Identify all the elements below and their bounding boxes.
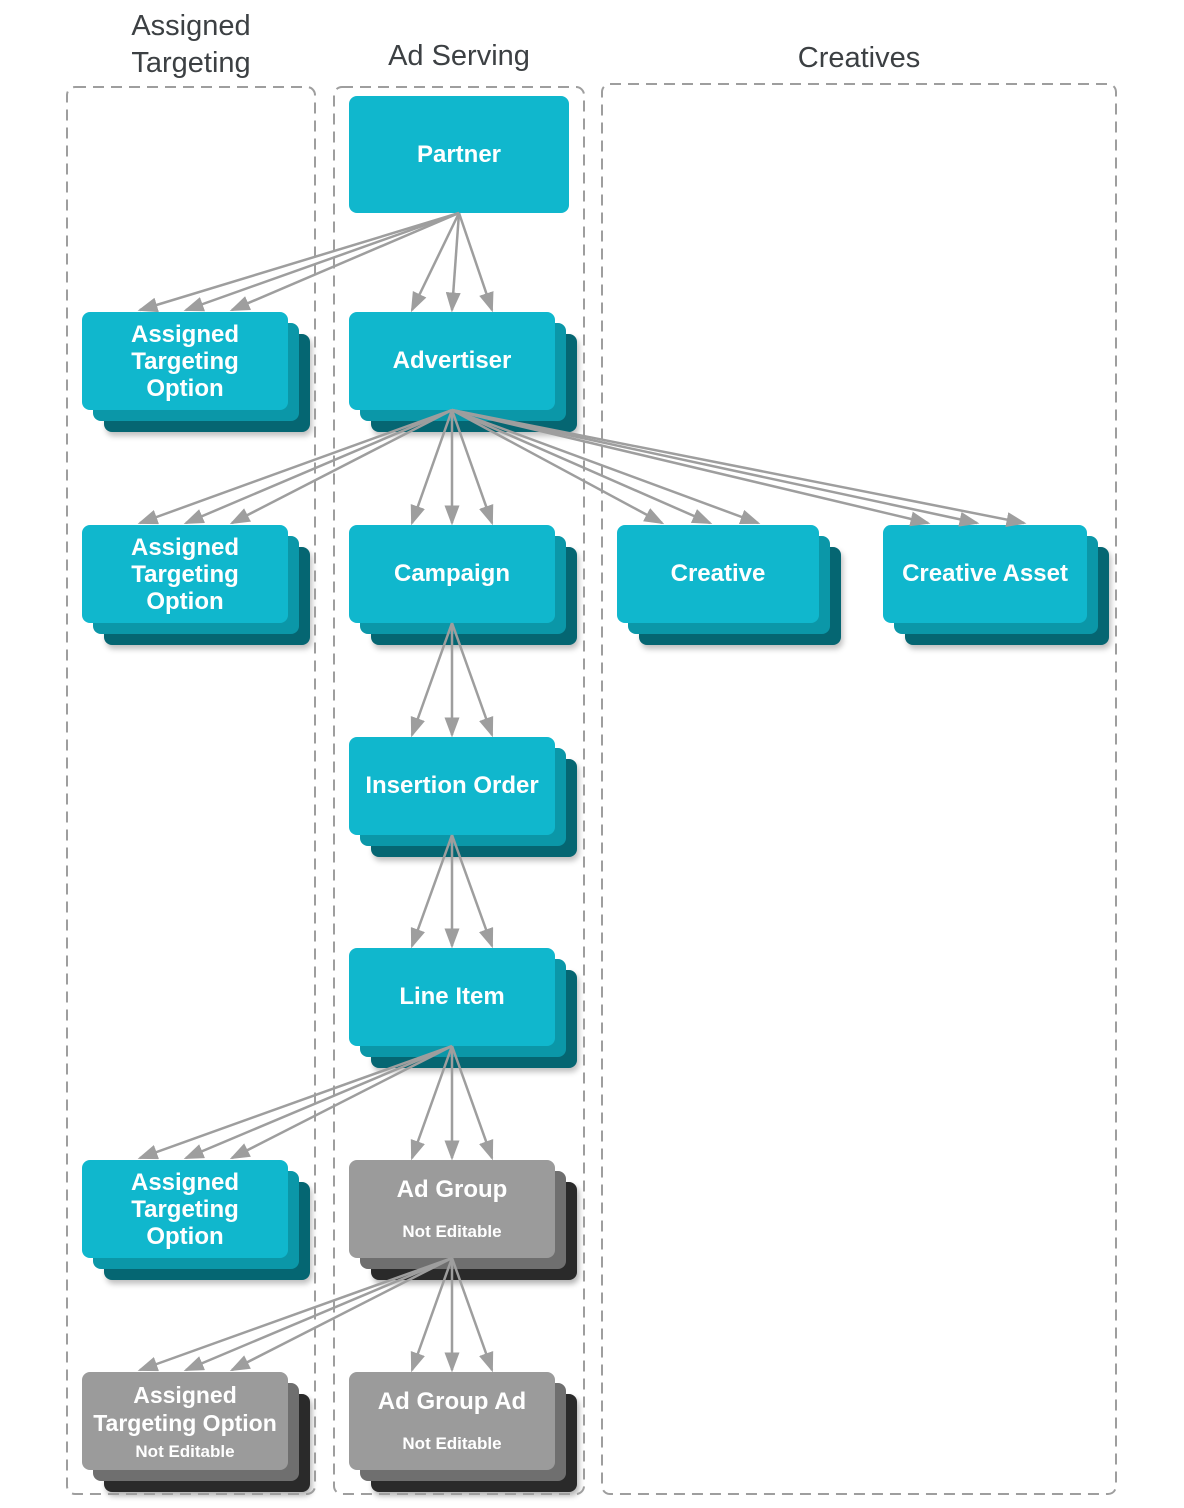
node-ato-ad-group-sublabel: Not Editable bbox=[135, 1441, 235, 1461]
edge-line-item-to-ad-group bbox=[450, 1045, 494, 1161]
edge-campaign-to-insertion-order bbox=[410, 622, 454, 738]
node-assigned-targeting-option-ad-group: Assigned Targeting Option Not Editable bbox=[82, 1372, 288, 1470]
edge-advertiser-to-campaign bbox=[410, 409, 454, 526]
node-label-line: Option bbox=[146, 587, 224, 615]
node-ad-group-label: Ad Group bbox=[396, 1176, 508, 1203]
node-ad-group-ad: Ad Group Ad Not Editable bbox=[349, 1372, 555, 1470]
node-ad-group: Ad Group Not Editable bbox=[349, 1160, 555, 1258]
edge-ad-group-to-assigned-targeting-option bbox=[229, 1256, 453, 1372]
edge-advertiser-to-assigned-targeting-option bbox=[137, 408, 453, 525]
edge-insertion-order-to-line-item bbox=[410, 834, 454, 949]
node-campaign-label: Campaign bbox=[393, 560, 510, 587]
edge-partner-to-assigned-targeting-option bbox=[137, 211, 460, 313]
edge-partner-to-advertiser bbox=[445, 212, 461, 313]
node-label-line: Targeting Option bbox=[93, 1409, 277, 1436]
node-ad-group-ad-sublabel: Not Editable bbox=[402, 1434, 502, 1453]
edge-advertiser-to-creative bbox=[451, 408, 665, 525]
edge-advertiser-to-creative bbox=[451, 408, 713, 525]
column-outline-creatives bbox=[601, 83, 1117, 1495]
node-label-line: Assigned bbox=[130, 1168, 240, 1196]
edge-partner-to-assigned-targeting-option bbox=[183, 211, 460, 312]
node-advertiser: Advertiser bbox=[349, 312, 555, 410]
edge-line-item-to-assigned-targeting-option bbox=[137, 1044, 453, 1160]
node-partner: Partner bbox=[349, 96, 569, 213]
edge-insertion-order-to-line-item bbox=[450, 834, 494, 949]
node-label-line: Assigned bbox=[130, 320, 240, 348]
edge-ad-group-to-ad-group-ad bbox=[410, 1257, 454, 1373]
column-header-ad-serving: Ad Serving bbox=[388, 40, 530, 72]
node-label-line: Option bbox=[146, 1222, 224, 1250]
edge-partner-to-assigned-targeting-option bbox=[229, 211, 460, 312]
column-header-creatives: Creatives bbox=[797, 42, 921, 74]
node-assigned-targeting-option-line-item: Assigned Targeting Option bbox=[82, 1160, 288, 1258]
edge-advertiser-to-creative bbox=[451, 408, 761, 525]
node-label-line: Targeting bbox=[131, 1195, 239, 1223]
edge-advertiser-to-creative-asset bbox=[451, 408, 931, 527]
node-creative-asset: Creative Asset bbox=[883, 525, 1087, 623]
node-ad-group-ad-label: Ad Group Ad bbox=[377, 1388, 527, 1415]
node-insertion-order-label: Insertion Order bbox=[365, 772, 539, 799]
edge-advertiser-to-campaign bbox=[450, 409, 494, 526]
edge-partner-to-advertiser bbox=[410, 212, 461, 313]
node-line-item-label: Line Item bbox=[399, 983, 505, 1010]
node-ad-group-sublabel: Not Editable bbox=[402, 1222, 502, 1241]
node-label-line: Targeting bbox=[131, 347, 239, 375]
edge-ad-group-to-ad-group-ad bbox=[450, 1257, 494, 1373]
node-assigned-targeting-option-advertiser: Assigned Targeting Option bbox=[82, 525, 288, 623]
node-partner-label: Partner bbox=[416, 140, 502, 168]
edge-line-item-to-assigned-targeting-option bbox=[229, 1044, 453, 1160]
edge-advertiser-to-creative-asset bbox=[451, 408, 1027, 527]
edge-advertiser-to-assigned-targeting-option bbox=[183, 408, 453, 525]
column-header-assigned-targeting: Assigned Targeting bbox=[131, 10, 251, 79]
node-advertiser-label: Advertiser bbox=[392, 347, 512, 374]
node-label-line: Option bbox=[146, 374, 224, 402]
edge-line-item-to-assigned-targeting-option bbox=[183, 1044, 453, 1160]
node-label-line: Assigned bbox=[133, 1381, 237, 1408]
edge-campaign-to-insertion-order bbox=[450, 622, 494, 738]
edge-advertiser-to-assigned-targeting-option bbox=[229, 408, 453, 525]
node-line-item: Line Item bbox=[349, 948, 555, 1046]
node-label-line: Targeting bbox=[131, 560, 239, 588]
edge-ad-group-to-assigned-targeting-option bbox=[183, 1256, 453, 1372]
edge-ad-group-to-assigned-targeting-option bbox=[137, 1256, 453, 1372]
node-creative-label: Creative bbox=[670, 560, 766, 587]
edge-line-item-to-ad-group bbox=[410, 1045, 454, 1161]
column-outline-assigned-targeting bbox=[66, 86, 316, 1495]
node-label-line: Assigned bbox=[130, 533, 240, 561]
edge-partner-to-advertiser bbox=[457, 212, 494, 313]
node-assigned-targeting-option-partner: Assigned Targeting Option bbox=[82, 312, 288, 410]
node-creative: Creative bbox=[617, 525, 819, 623]
node-creative-asset-label: Creative Asset bbox=[902, 560, 1068, 587]
node-insertion-order: Insertion Order bbox=[349, 737, 555, 835]
edge-advertiser-to-creative-asset bbox=[451, 408, 980, 527]
node-campaign: Campaign bbox=[349, 525, 555, 623]
